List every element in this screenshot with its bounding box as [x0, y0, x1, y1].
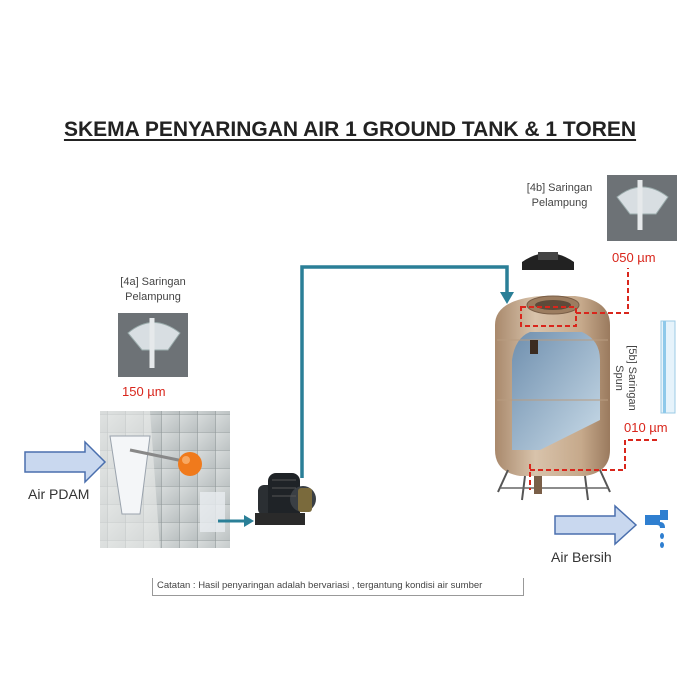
faucet-icon	[645, 510, 668, 548]
filter-4b-photo	[607, 175, 677, 241]
toren-lid	[522, 252, 574, 270]
arrow-air-pdam	[24, 440, 107, 484]
note-text: Catatan : Hasil penyaringan adalah berva…	[152, 578, 524, 596]
spun-filter-photo	[660, 320, 676, 414]
diagram-title: SKEMA PENYARINGAN AIR 1 GROUND TANK & 1 …	[63, 118, 637, 141]
arrow-air-bersih	[554, 504, 638, 546]
air-bersih-label: Air Bersih	[551, 549, 612, 565]
filter-5b-dashed-line	[529, 439, 660, 490]
filter-5b-micron: 010 µm	[624, 420, 668, 435]
air-pdam-label: Air PDAM	[28, 486, 90, 502]
filter-4b-label: [4b] Saringan Pelampung	[526, 182, 593, 209]
filter-4a-photo	[118, 313, 188, 377]
filter-4a-micron: 150 µm	[122, 384, 166, 399]
arrow-to-pump	[218, 515, 254, 527]
filter-4b-micron: 050 µm	[612, 250, 656, 265]
pipe-pump-to-toren	[300, 265, 509, 478]
toren-tank	[495, 295, 611, 501]
ground-tank-photo	[100, 411, 230, 548]
water-pump	[255, 473, 316, 525]
filter-4b-dashed-line	[520, 268, 629, 327]
filter-4a-label: [4a] Saringan Pelampung	[120, 276, 186, 303]
